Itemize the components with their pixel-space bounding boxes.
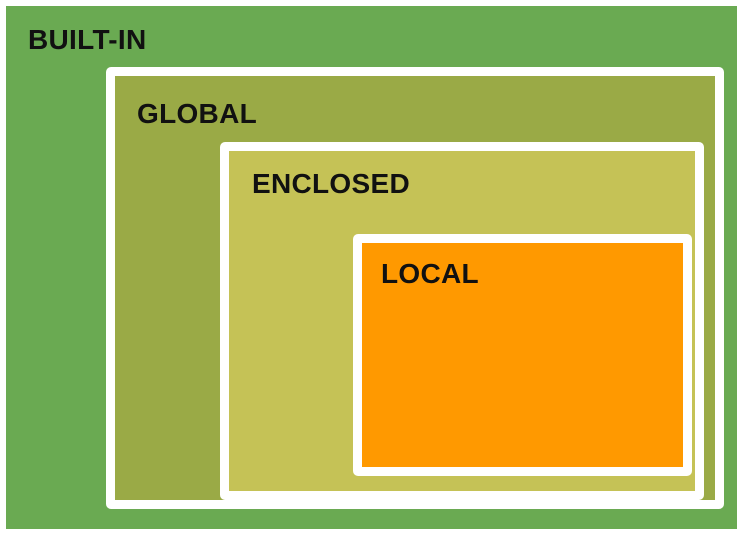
local-scope-box: LOCAL (353, 234, 692, 476)
builtin-scope-box: BUILT-IN GLOBAL ENCLOSED LOCAL (6, 6, 737, 529)
local-scope-label: LOCAL (381, 258, 479, 289)
global-scope-label: GLOBAL (137, 98, 258, 129)
global-scope-box: GLOBAL ENCLOSED LOCAL (106, 67, 724, 509)
builtin-scope-label: BUILT-IN (28, 24, 147, 55)
enclosed-scope-box: ENCLOSED LOCAL (220, 142, 704, 500)
enclosed-scope-label: ENCLOSED (252, 168, 410, 199)
